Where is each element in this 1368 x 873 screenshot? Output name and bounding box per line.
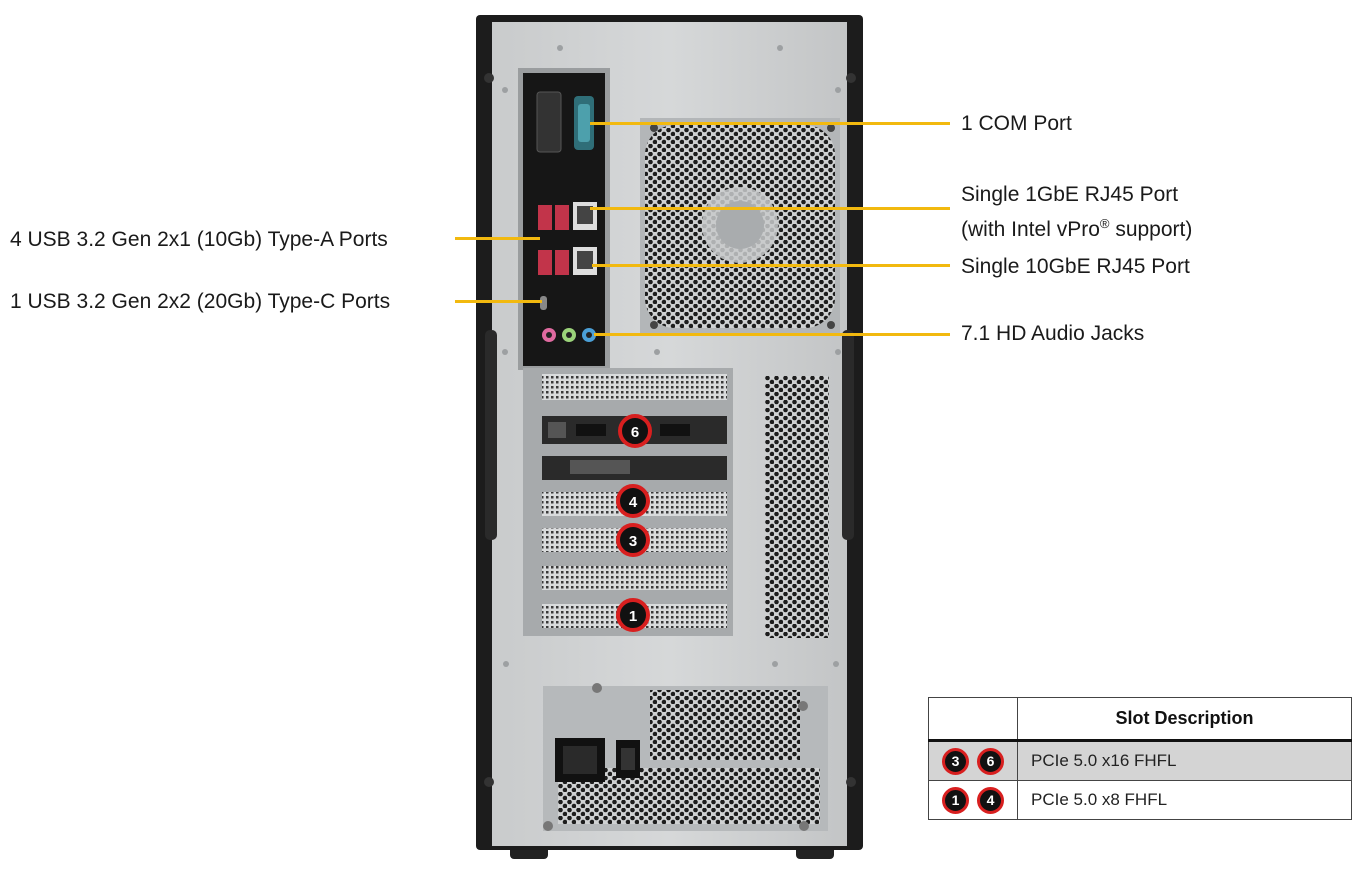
side-vent [765,376,829,638]
callout-usb-c: 1 USB 3.2 Gen 2x2 (20Gb) Type-C Ports [10,290,391,313]
leader-10gbe [592,264,950,267]
exhaust-fan [640,118,840,333]
slot-description: PCIe 5.0 x16 FHFL [1017,740,1352,781]
slot-badge: 1 [942,786,969,814]
leader-usb-c [455,300,542,303]
slot-table-header-blank [928,697,1018,742]
slot-badge: 4 [977,786,1004,814]
leader-1gbe [590,207,950,210]
callout-10gbe: Single 10GbE RJ45 Port [961,255,1190,278]
slot-badge: 6 [977,747,1004,775]
slot-badges: 6 4 3 1 [616,414,652,632]
handle-right [842,330,854,540]
leader-com [590,122,950,125]
svg-text:4: 4 [629,494,638,511]
leader-usb-a [455,237,540,240]
svg-text:6: 6 [631,424,639,441]
callout-audio: 7.1 HD Audio Jacks [961,322,1145,345]
panel-holes [502,45,841,667]
handle-left [485,330,497,540]
callout-1gbe-line2: (with Intel vPro® support) [961,216,1193,241]
slot-table-header-row: Slot Description [928,697,1352,742]
slot-description: PCIe 5.0 x8 FHFL [1017,780,1352,820]
slot-badge-4: 4 [616,484,650,518]
slot-badge: 3 [942,747,969,775]
callout-1gbe-line1: Single 1GbE RJ45 Port [961,183,1179,206]
power-supply [543,683,828,831]
callout-com-port: 1 COM Port [961,112,1072,135]
slot-badge-3: 3 [616,523,650,557]
corner-screws [484,73,856,787]
slot-badge-6: 6 [618,414,652,448]
slot-badge-1: 1 [616,598,650,632]
svg-text:1: 1 [629,608,637,625]
leader-audio [594,333,950,336]
slot-table-header: Slot Description [1017,697,1352,742]
callout-usb-a: 4 USB 3.2 Gen 2x1 (10Gb) Type-A Ports [10,228,388,251]
io-shield [518,68,610,370]
svg-text:3: 3 [629,533,637,550]
